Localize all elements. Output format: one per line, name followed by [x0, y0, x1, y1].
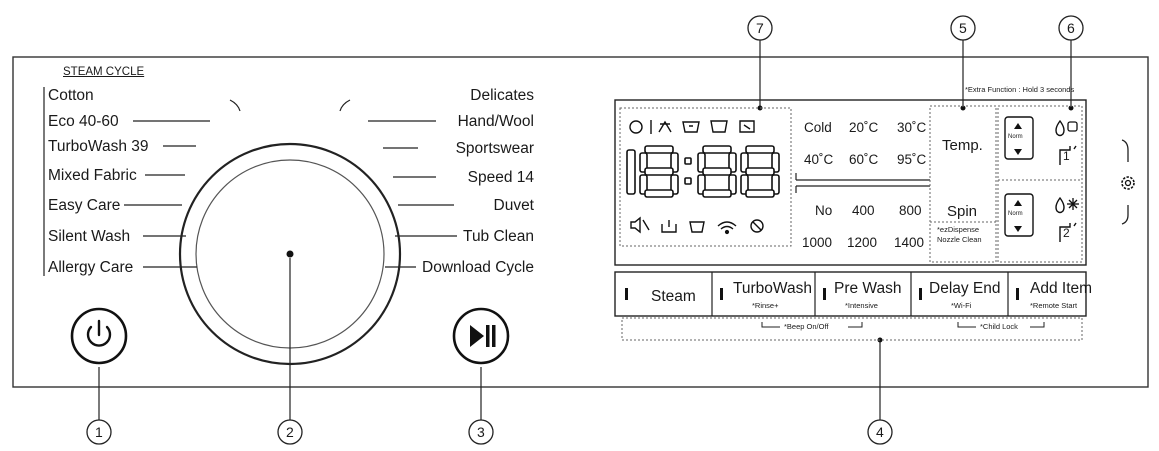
prewash-sub: *Intensive: [845, 301, 878, 310]
steam-cycle-label: STEAM CYCLE: [63, 66, 145, 78]
add-item-button[interactable]: Add Item: [1030, 280, 1093, 297]
child-lock-label: *Child Lock: [980, 322, 1018, 331]
extra-function-note: *Extra Function : Hold 3 seconds: [965, 85, 1075, 94]
delay-end-sub: *Wi-Fi: [951, 301, 972, 310]
hold-functions-area: [621, 317, 1083, 341]
gear-icon: [1121, 176, 1135, 190]
callout-leaders: [98, 40, 1072, 420]
spin-option-1200: 1200: [847, 235, 878, 250]
callout-5: 5: [959, 20, 967, 36]
turbowash-sub: *Rinse+: [752, 301, 779, 310]
power-button[interactable]: [70, 307, 128, 365]
panel-frame: [12, 56, 1149, 388]
callout-4: 4: [876, 424, 884, 440]
program-sportswear[interactable]: Sportswear: [455, 140, 534, 157]
spin-option-1400: 1400: [894, 235, 925, 250]
dispenser-2-number: 2: [1063, 226, 1070, 240]
bottom-status-icons: [630, 216, 764, 235]
dispenser-2-control[interactable]: [1004, 193, 1034, 237]
drop-icon: [1055, 119, 1065, 137]
program-duvet[interactable]: Duvet: [493, 197, 535, 214]
start-pause-button[interactable]: [452, 307, 510, 365]
dial-center-dot: [286, 250, 294, 258]
wifi-icon: [717, 221, 737, 230]
wash-icon: [682, 121, 700, 133]
program-tub-clean[interactable]: Tub Clean: [463, 228, 534, 245]
temp-option-95: 95˚C: [897, 152, 927, 167]
button-row: [614, 271, 1087, 317]
delay-end-button[interactable]: Delay End: [929, 280, 1001, 297]
callout-circles: [86, 15, 1084, 445]
nozzle-clean-label: Nozzle Clean: [937, 235, 982, 244]
temp-option-30: 30˚C: [897, 120, 927, 135]
dispenser-1-number: 1: [1063, 149, 1070, 163]
beep-on-off-label: *Beep On/Off: [784, 322, 829, 331]
callout-2: 2: [286, 424, 294, 440]
spin-option-1000: 1000: [802, 235, 833, 250]
temp-option-60: 60˚C: [849, 152, 879, 167]
program-eco-40-60[interactable]: Eco 40-60: [48, 113, 119, 130]
program-hand-wool[interactable]: Hand/Wool: [457, 113, 534, 130]
spin-option-no: No: [815, 203, 833, 218]
door-lock-icon: [689, 221, 705, 233]
mute-icon: [630, 216, 650, 234]
dispenser-area: [997, 105, 1083, 263]
time-display: [626, 145, 780, 198]
callout-3: 3: [477, 424, 485, 440]
add-item-sub: *Remote Start: [1030, 301, 1078, 310]
display-frame: [614, 99, 1087, 266]
callout-6: 6: [1067, 20, 1075, 36]
temp-option-cold: Cold: [804, 120, 832, 135]
program-delicates[interactable]: Delicates: [470, 87, 534, 104]
program-download-cycle[interactable]: Download Cycle: [422, 259, 534, 276]
play-pause-icon: [470, 325, 496, 347]
program-allergy-care[interactable]: Allergy Care: [48, 259, 134, 276]
top-status-icons: [629, 120, 755, 134]
rinse-icon: [710, 120, 728, 133]
spin-option-800: 800: [899, 203, 922, 218]
right-program-lines: [368, 120, 457, 268]
steam-button[interactable]: Steam: [651, 288, 696, 305]
status-icon-area: [619, 107, 792, 247]
spin-status-icon: [739, 120, 755, 133]
program-turbowash-39[interactable]: TurboWash 39: [48, 138, 149, 155]
dispenser-2-norm: Norm: [1008, 211, 1023, 217]
snowflake-icon: [1067, 198, 1079, 210]
program-cotton[interactable]: Cotton: [48, 87, 94, 104]
callout-1: 1: [95, 424, 103, 440]
spin-option-400: 400: [852, 203, 875, 218]
turbowash-button[interactable]: TurboWash: [733, 280, 812, 297]
program-silent-wash[interactable]: Silent Wash: [48, 228, 131, 245]
remote-start-icon: [750, 219, 764, 233]
add-item-icon: [661, 220, 677, 233]
dispenser-1-norm: Norm: [1008, 134, 1023, 140]
temp-option-40: 40˚C: [804, 152, 834, 167]
dispenser-1-control[interactable]: [1004, 116, 1034, 160]
program-speed-14[interactable]: Speed 14: [467, 169, 534, 186]
temp-spin-area: [929, 105, 997, 263]
temp-button[interactable]: Temp.: [942, 137, 983, 154]
prewash-button[interactable]: Pre Wash: [834, 280, 902, 297]
steam-icon: [658, 120, 672, 133]
callout-7: 7: [756, 20, 764, 36]
power-icon: [86, 319, 112, 347]
temp-option-20: 20˚C: [849, 120, 879, 135]
ezdispense-label: *ezDispense: [937, 225, 980, 234]
detergent-icon: [629, 120, 643, 134]
left-program-lines: [43, 87, 210, 276]
program-easy-care[interactable]: Easy Care: [48, 197, 121, 214]
spin-button[interactable]: Spin: [947, 203, 978, 220]
program-mixed-fabric[interactable]: Mixed Fabric: [48, 167, 137, 184]
